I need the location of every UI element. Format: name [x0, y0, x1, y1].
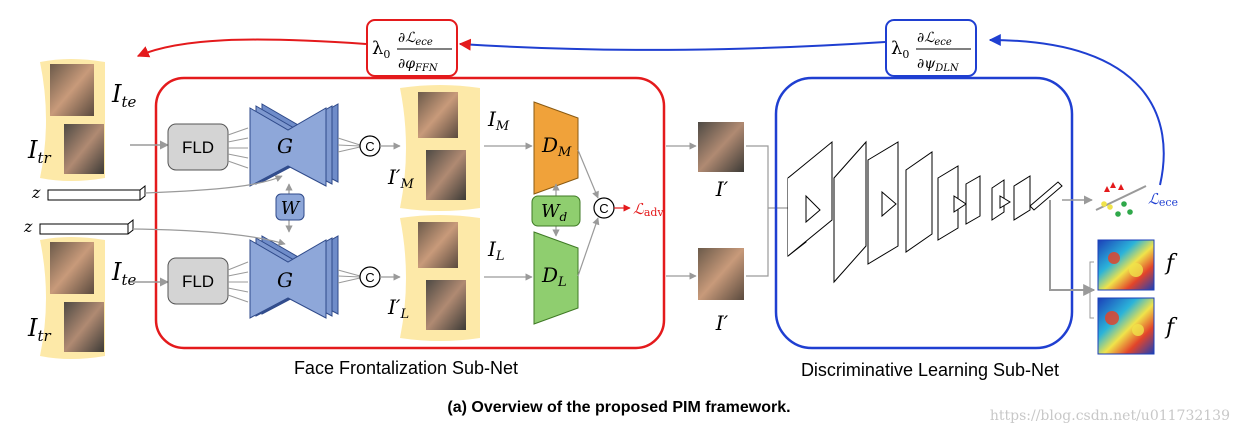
fld-block-bottom: FLD	[167, 257, 229, 305]
svg-text:z: z	[23, 217, 33, 236]
svg-text:∂φFFN: ∂φFFN	[398, 56, 439, 74]
svg-text:∂ℒece: ∂ℒece	[398, 30, 433, 48]
fld-to-g-top-links	[227, 127, 249, 169]
generated-strip-top: IM I′M	[387, 85, 510, 211]
svg-text:∂ψDLN: ∂ψDLN	[917, 56, 960, 74]
svg-text:I′: I′	[715, 177, 729, 201]
ffn-container	[154, 76, 666, 350]
svg-text:λ0: λ0	[891, 38, 909, 61]
svg-text:IM: IM	[487, 107, 510, 134]
svg-text:G: G	[277, 268, 293, 292]
recovered-face-bottom: I′	[698, 248, 744, 335]
fld-block-top: FLD	[167, 123, 229, 171]
shared-weight-w: W	[275, 183, 305, 233]
svg-text:Itr: Itr	[27, 136, 52, 167]
z-noise-top: z	[31, 183, 146, 202]
svg-text:Ite: Ite	[111, 258, 137, 289]
svg-text:I′L: I′L	[387, 295, 409, 322]
discriminator-dl: DL	[533, 231, 579, 325]
recovered-face-top: I′	[698, 122, 744, 201]
svg-text:z: z	[31, 183, 41, 202]
dln-caption: Discriminative Learning Sub-Net	[801, 360, 1059, 380]
svg-text:DM: DM	[541, 133, 572, 160]
dln-to-ffn-arrow	[458, 38, 886, 51]
z-noise-bottom: z	[23, 217, 134, 236]
lambda-symbol: λ	[372, 38, 383, 59]
svg-text:Itr: Itr	[27, 314, 52, 345]
watermark: https://blog.csdn.net/u011732139	[990, 408, 1230, 424]
concat-top: C	[359, 135, 381, 157]
svg-text:λ0: λ0	[372, 38, 390, 61]
ece-loss-scatter: ℒece	[1095, 182, 1178, 217]
generator-g-top: G	[249, 103, 339, 187]
discriminator-dm: DM	[533, 101, 579, 195]
svg-text:I′: I′	[715, 311, 729, 335]
feature-map-top: f	[1089, 239, 1178, 319]
fld-to-g-bottom-links	[227, 261, 249, 303]
svg-text:FLD: FLD	[182, 272, 214, 291]
ffn-gradient-formula: λ0 ∂ℒece ∂φFFN	[366, 19, 458, 77]
svg-text:Wd: Wd	[541, 201, 568, 224]
svg-text:C: C	[365, 270, 374, 285]
svg-text:f: f	[1164, 251, 1178, 276]
svg-text:DL: DL	[541, 263, 567, 290]
svg-text:G: G	[277, 134, 293, 158]
svg-text:∂ℒece: ∂ℒece	[917, 30, 952, 48]
svg-text:W: W	[281, 198, 301, 219]
svg-text:IL: IL	[487, 237, 505, 264]
dln-gradient-formula: λ0 ∂ℒece ∂ψDLN	[885, 19, 977, 77]
input-strip-top: Ite Itr	[27, 59, 137, 181]
svg-text:f: f	[1164, 315, 1178, 340]
svg-text:ℒece: ℒece	[1148, 190, 1178, 209]
generator-g-bottom: G	[249, 235, 339, 319]
dln-container	[774, 76, 1074, 350]
figure-caption: (a) Overview of the proposed PIM framewo…	[447, 399, 790, 416]
ffn-caption: Face Frontalization Sub-Net	[294, 358, 518, 378]
generated-strip-bottom: IL I′L	[387, 215, 505, 341]
ffn-feedback-arrow	[136, 38, 367, 58]
lece-feedback-arrow	[988, 34, 1165, 186]
svg-text:C: C	[365, 139, 374, 154]
dln-cnn-layers	[787, 140, 1063, 284]
shared-weight-wd: Wd	[531, 183, 581, 237]
svg-text:C: C	[599, 201, 608, 216]
feature-map-bottom: f	[1097, 297, 1178, 355]
input-strip-bottom: Ite Itr	[27, 237, 137, 359]
adversarial-loss: ℒadv	[633, 200, 664, 219]
svg-text:Ite: Ite	[111, 80, 137, 111]
svg-text:I′M: I′M	[387, 165, 414, 192]
svg-text:FLD: FLD	[182, 138, 214, 157]
concat-bottom: C	[359, 266, 381, 288]
concat-mid: C	[593, 197, 615, 219]
